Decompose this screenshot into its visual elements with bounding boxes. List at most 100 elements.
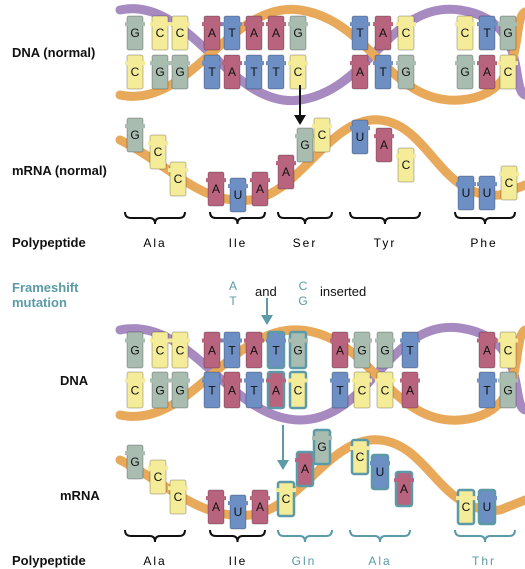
mrna-mutant-base-9-letter: C bbox=[356, 450, 365, 464]
dna-normal-bottom-base-10-letter: A bbox=[356, 65, 364, 79]
mrna-mutant-base-2: C bbox=[168, 479, 188, 515]
dna-mutant-top-base-11-letter: T bbox=[406, 343, 414, 357]
mrna-mutant-base-3: A bbox=[206, 489, 226, 525]
dna-normal-bottom-base-8-letter: C bbox=[294, 65, 303, 79]
dna-mutant-top-base-1-letter: C bbox=[156, 343, 165, 357]
dna-mutant-bottom-base-10: C bbox=[375, 371, 395, 409]
dna-mutant-bottom-base-2: G bbox=[170, 371, 190, 409]
brace-mutant-1 bbox=[209, 529, 266, 543]
inserted-base-c: C bbox=[298, 279, 308, 293]
dna-mutant-top-base-4: T bbox=[222, 331, 242, 369]
mrna-mutant-base-3-letter: A bbox=[212, 500, 220, 514]
dna-mutant-bottom-base-8: T bbox=[330, 371, 350, 409]
dna-mutant-top-base-7: G bbox=[288, 330, 308, 370]
insertion-inserted-text: inserted bbox=[320, 284, 367, 299]
dna-normal-top-base-0-letter: G bbox=[130, 26, 139, 40]
dna-normal-top-base-16: G bbox=[498, 15, 518, 51]
dna-mutant-bottom-base-11: A bbox=[400, 371, 420, 409]
dna-normal-top-base-2: C bbox=[170, 15, 190, 51]
dna-mutant-top-base-2-letter: C bbox=[176, 343, 185, 357]
dna-normal-bottom-base-16-letter: C bbox=[504, 65, 513, 79]
mrna-normal-base-8-letter: C bbox=[318, 128, 327, 142]
mrna-normal-base-9: U bbox=[350, 119, 370, 155]
mrna-normal-base-5: A bbox=[250, 171, 270, 207]
brace-normal-2 bbox=[277, 211, 333, 225]
dna-mutant-bottom-base-4: A bbox=[222, 371, 242, 409]
mrna-normal-base-2: C bbox=[168, 161, 188, 197]
dna-mutant-top-base-5: A bbox=[244, 331, 264, 369]
dna-mutant-top-base-13: C bbox=[498, 331, 518, 369]
dna-normal-bottom-base-15: A bbox=[477, 54, 497, 90]
dna-normal-bottom-base-4-letter: T bbox=[208, 65, 216, 79]
brace-mutant-teal-0 bbox=[277, 529, 333, 543]
mrna-mutant-base-13: U bbox=[477, 488, 497, 526]
dna-normal-bottom-base-2: G bbox=[170, 54, 190, 90]
dna-mutant-top-base-10-letter: G bbox=[380, 343, 389, 357]
mrna-normal-base-10: A bbox=[374, 127, 394, 163]
inserted-base-t: T bbox=[229, 294, 237, 308]
dna-normal-top-base-4-letter: A bbox=[208, 26, 216, 40]
dna-mutant-bottom-base-13: G bbox=[498, 371, 518, 409]
mrna-normal-base-12-letter: U bbox=[462, 186, 471, 200]
brace-normal-1 bbox=[209, 211, 266, 225]
mrna-mutant-base-6-letter: C bbox=[282, 492, 291, 506]
mrna-mutant-base-11: A bbox=[394, 470, 414, 508]
dna-normal-bottom-base-0: C bbox=[125, 54, 145, 90]
mrna-normal-base-4-letter: U bbox=[234, 188, 243, 202]
dna-mutant-bottom-base-9-letter: C bbox=[358, 383, 367, 397]
amino-acid-mutant-3: Gln bbox=[291, 554, 317, 568]
dna-mutant-top-base-9-letter: G bbox=[357, 343, 366, 357]
dna-mutant-bottom-base-3-letter: T bbox=[208, 383, 216, 397]
dna-mutant-bottom-base-1: G bbox=[150, 371, 170, 409]
dna-normal-top-base-12: C bbox=[396, 15, 416, 51]
amino-acid-normal-3: Ser bbox=[292, 236, 318, 250]
mrna-normal-base-0-letter: G bbox=[130, 128, 139, 142]
dna-normal-bottom-base-11-letter: T bbox=[379, 65, 387, 79]
dna-normal-top-base-14-letter: C bbox=[461, 26, 470, 40]
dna-mutant-bottom-base-3: T bbox=[202, 371, 222, 409]
dna-mutant-bottom-base-1-letter: G bbox=[155, 383, 164, 397]
dna-normal-top-base-0: G bbox=[125, 15, 145, 51]
label-mrna-normal: mRNA (normal) bbox=[12, 163, 107, 178]
dna-normal-bottom-base-1-letter: G bbox=[155, 65, 164, 79]
dna-normal-bottom-base-14: G bbox=[455, 54, 475, 90]
dna-mutant-top-base-5-letter: A bbox=[250, 343, 258, 357]
mrna-normal-base-6-letter: A bbox=[282, 165, 290, 179]
mrna-mutant-base-1-letter: C bbox=[154, 470, 163, 484]
amino-acid-normal-5: Phe bbox=[470, 236, 498, 250]
dna-normal-top-base-11-letter: A bbox=[379, 26, 387, 40]
dna-mutant-top-base-0: G bbox=[125, 331, 145, 369]
amino-acid-mutant-1: Ala bbox=[143, 554, 167, 568]
label-polypeptide-mutant: Polypeptide bbox=[12, 553, 86, 568]
inserted-base-g: G bbox=[298, 294, 308, 308]
mrna-normal-base-5-letter: A bbox=[256, 182, 264, 196]
dna-normal-top-base-11: A bbox=[373, 15, 393, 51]
dna-normal-bottom-base-5: A bbox=[222, 54, 242, 90]
dna-normal-top-base-10: T bbox=[350, 15, 370, 51]
dna-mutant-top-base-7-letter: G bbox=[293, 343, 302, 357]
mrna-mutant-base-4-letter: U bbox=[234, 505, 243, 519]
dna-mutant-bottom-base-5: T bbox=[244, 371, 264, 409]
insertion-and-text: and bbox=[255, 284, 277, 299]
mrna-normal-base-0: G bbox=[125, 117, 145, 153]
dna-normal-bottom-base-4: T bbox=[202, 54, 222, 90]
dna-mutant-bottom-base-5-letter: T bbox=[250, 383, 258, 397]
dna-normal-top-base-8: G bbox=[288, 15, 308, 51]
amino-acid-normal-1: Ala bbox=[143, 236, 167, 250]
dna-normal-top-base-6: A bbox=[244, 15, 264, 51]
mutant-transcription-arrow bbox=[277, 425, 289, 470]
mrna-normal-base-1-letter: C bbox=[154, 145, 163, 159]
mrna-normal-base-14-letter: C bbox=[505, 176, 514, 190]
dna-normal-top-base-5-letter: T bbox=[228, 26, 236, 40]
mrna-mutant-base-7: A bbox=[295, 450, 315, 488]
dna-normal-bottom-base-15-letter: A bbox=[483, 65, 491, 79]
dna-mutant-top-base-0-letter: G bbox=[130, 343, 139, 357]
dna-normal-top-base-2-letter: C bbox=[176, 26, 185, 40]
mrna-normal-base-8: C bbox=[312, 117, 332, 153]
mrna-normal-base-14: C bbox=[499, 165, 519, 201]
mrna-mutant-base-8-letter: G bbox=[317, 440, 326, 454]
dna-mutant-bottom-base-10-letter: C bbox=[381, 383, 390, 397]
insertion-arrow bbox=[261, 298, 273, 325]
amino-acid-mutant-4: Ala bbox=[368, 554, 392, 568]
label-frameshift: Frameshift mutation bbox=[12, 280, 79, 310]
